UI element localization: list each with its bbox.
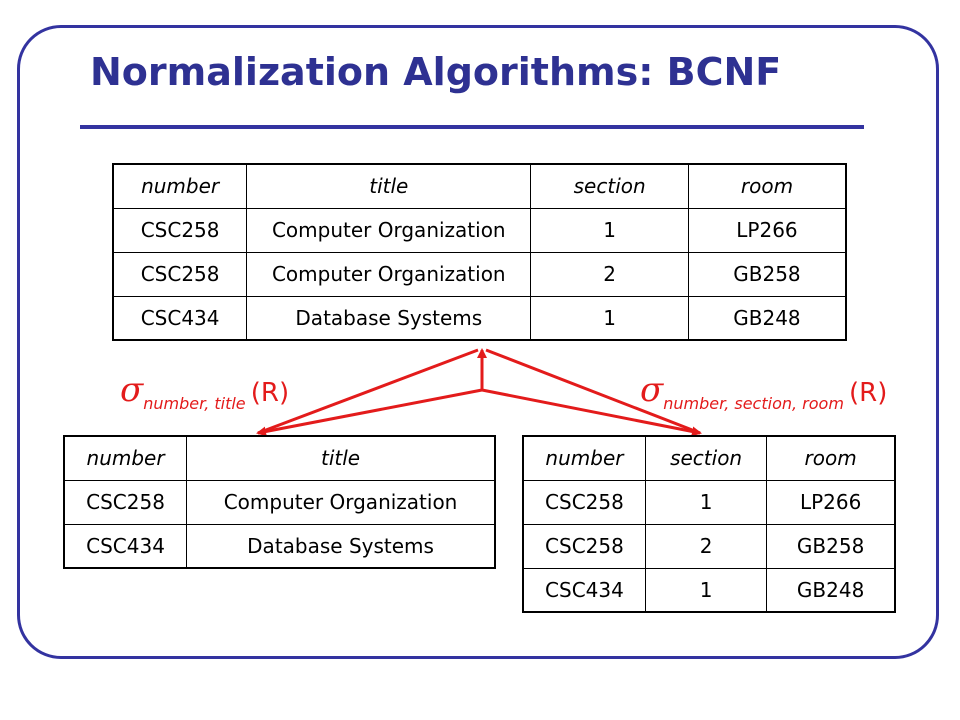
table-cell: 2: [644, 523, 768, 569]
table-cell: CSC258: [522, 523, 646, 569]
table-cell: Computer Organization: [246, 207, 532, 253]
table-cell: LP266: [687, 207, 847, 253]
column-header: title: [246, 163, 532, 209]
slide-title: Normalization Algorithms: BCNF: [90, 50, 782, 94]
table-row: CSC258 Computer Organization 1 LP266: [112, 207, 847, 253]
table-cell: Database Systems: [246, 295, 532, 341]
table-row: CSC434 Database Systems 1 GB248: [112, 295, 847, 341]
table-cell: GB258: [687, 251, 847, 297]
table-row: CSC434 1 GB248: [522, 567, 896, 613]
table-cell: CSC434: [522, 567, 646, 613]
table-cell: CSC258: [112, 207, 248, 253]
table-cell: 1: [644, 479, 768, 525]
projection-right-table: number section room CSC258 1 LP266 CSC25…: [522, 435, 896, 613]
projection-symbol: σ: [640, 370, 664, 410]
column-header: room: [766, 435, 896, 481]
table-cell: 1: [530, 295, 689, 341]
projection-label-left: σnumber, title (R): [120, 370, 289, 413]
table-cell: CSC258: [63, 479, 188, 525]
slide-frame: [17, 25, 939, 659]
table-row: CSC258 Computer Organization 2 GB258: [112, 251, 847, 297]
table-row: CSC434 Database Systems: [63, 523, 496, 569]
column-header: number: [522, 435, 646, 481]
table-cell: 1: [644, 567, 768, 613]
table-header-row: number title: [63, 435, 496, 481]
table-cell: Computer Organization: [246, 251, 532, 297]
column-header: number: [112, 163, 248, 209]
table-cell: GB248: [687, 295, 847, 341]
projection-subscript: number, title: [143, 394, 246, 413]
arrow-left-branch-to-main: [257, 348, 479, 435]
projection-left-table: number title CSC258 Computer Organizatio…: [63, 435, 496, 569]
table-row: CSC258 2 GB258: [522, 523, 896, 569]
projection-symbol: σ: [120, 370, 144, 410]
arrow-to-left-table: [256, 388, 483, 437]
table-cell: 2: [530, 251, 689, 297]
table-cell: LP266: [766, 479, 896, 525]
table-row: CSC258 1 LP266: [522, 479, 896, 525]
arrow-right-branch-to-main: [485, 348, 701, 435]
projection-label-right: σnumber, section, room (R): [640, 370, 887, 413]
projection-subscript: number, section, room: [663, 394, 844, 413]
table-cell: GB248: [766, 567, 896, 613]
table-header-row: number section room: [522, 435, 896, 481]
table-cell: CSC434: [63, 523, 188, 569]
table-cell: CSC258: [522, 479, 646, 525]
relation-r-table: number title section room CSC258 Compute…: [112, 163, 847, 341]
table-header-row: number title section room: [112, 163, 847, 209]
table-row: CSC258 Computer Organization: [63, 479, 496, 525]
arrow-to-right-table: [481, 388, 702, 437]
table-cell: Database Systems: [186, 523, 496, 569]
table-cell: Computer Organization: [186, 479, 496, 525]
table-cell: GB258: [766, 523, 896, 569]
projection-argument: (R): [849, 378, 888, 408]
table-cell: CSC434: [112, 295, 248, 341]
title-underline: [80, 125, 864, 129]
column-header: title: [186, 435, 496, 481]
column-header: section: [644, 435, 768, 481]
projection-argument: (R): [250, 378, 290, 408]
column-header: number: [63, 435, 188, 481]
